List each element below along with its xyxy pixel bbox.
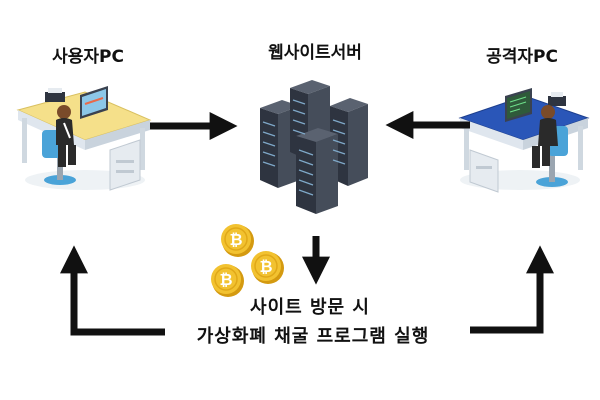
- web-server-label: 웹사이트서버: [268, 43, 362, 63]
- site-visit-caption: 사이트 방문 시: [250, 297, 370, 318]
- mining-caption: 가상화폐 채굴 프로그램 실행: [196, 326, 430, 347]
- svg-text:₿: ₿: [259, 257, 272, 276]
- coin-right: ₿: [251, 251, 284, 284]
- arrow-to-user-pc: [60, 245, 165, 336]
- svg-text:₿: ₿: [229, 230, 242, 249]
- server-rack-icon: [260, 80, 368, 214]
- attacker-pc-icon: [458, 88, 590, 193]
- svg-text:₿: ₿: [219, 270, 232, 289]
- user-pc-label: 사용자PC: [52, 47, 124, 67]
- arrow-to-attacker-pc: [470, 245, 554, 334]
- bitcoin-coins-icon: ₿ ₿ ₿: [211, 224, 284, 297]
- coin-top: ₿: [221, 224, 254, 257]
- attacker-pc-label: 공격자PC: [486, 47, 558, 67]
- user-pc-icon: [16, 86, 152, 191]
- coin-left: ₿: [211, 264, 244, 297]
